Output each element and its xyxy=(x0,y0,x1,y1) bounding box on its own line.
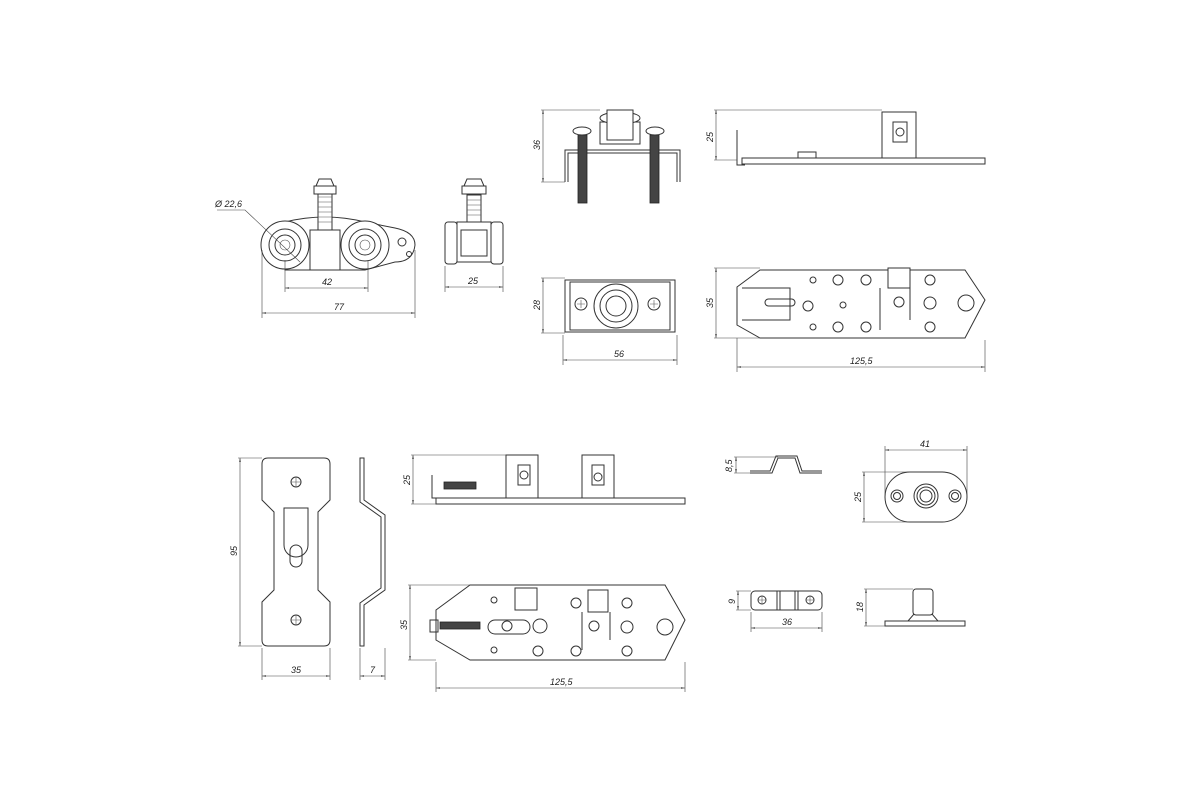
dim-42: 42 xyxy=(322,277,332,287)
floor-guide-view: 18 xyxy=(855,588,966,627)
dim-25-roller: 25 xyxy=(467,276,479,286)
bracket-profile-view: 7 xyxy=(359,457,386,680)
dim-18: 18 xyxy=(855,602,865,612)
bracket-front-view: 95 35 xyxy=(229,457,331,680)
stopper-view: 9 36 xyxy=(727,590,823,632)
carriage2-plan-view: 35 125,5 xyxy=(399,584,686,692)
dim-8-5: 8,5 xyxy=(724,458,734,472)
roller-side-view: 25 xyxy=(444,178,504,292)
dim-35-carriage: 35 xyxy=(705,297,715,308)
dim-28: 28 xyxy=(532,300,542,311)
wheel-diameter-label: Ø 22,6 xyxy=(214,199,242,209)
carriage2-side-view: 25 xyxy=(402,454,686,505)
carriage-plan-view: 35 125,5 xyxy=(705,267,986,372)
dim-9: 9 xyxy=(727,599,737,604)
dim-7: 7 xyxy=(370,665,376,675)
guide-profile-view: 8,5 xyxy=(724,455,822,474)
guide-oval-view: 41 25 xyxy=(853,439,968,523)
dim-36-stopper: 36 xyxy=(782,617,792,627)
dim-95: 95 xyxy=(229,545,239,556)
dim-25-oval: 25 xyxy=(853,491,863,503)
dim-35-carriage2: 35 xyxy=(399,619,409,630)
dim-56: 56 xyxy=(614,349,624,359)
dim-25-carriage: 25 xyxy=(705,131,715,143)
hanger-front-view: 36 xyxy=(532,109,681,204)
dim-125-5-carriage2: 125,5 xyxy=(550,677,574,687)
dim-35-bracket: 35 xyxy=(291,665,302,675)
dim-77: 77 xyxy=(334,302,345,312)
dim-25-carriage2: 25 xyxy=(402,474,412,486)
dim-36-hanger: 36 xyxy=(532,140,542,150)
hanger-plate-view: 28 56 xyxy=(532,277,678,365)
roller-front-view: Ø 22,6 42 77 xyxy=(214,178,416,318)
carriage-side-view: 25 xyxy=(705,109,986,166)
dim-125-5: 125,5 xyxy=(850,356,874,366)
dim-41: 41 xyxy=(920,439,930,449)
